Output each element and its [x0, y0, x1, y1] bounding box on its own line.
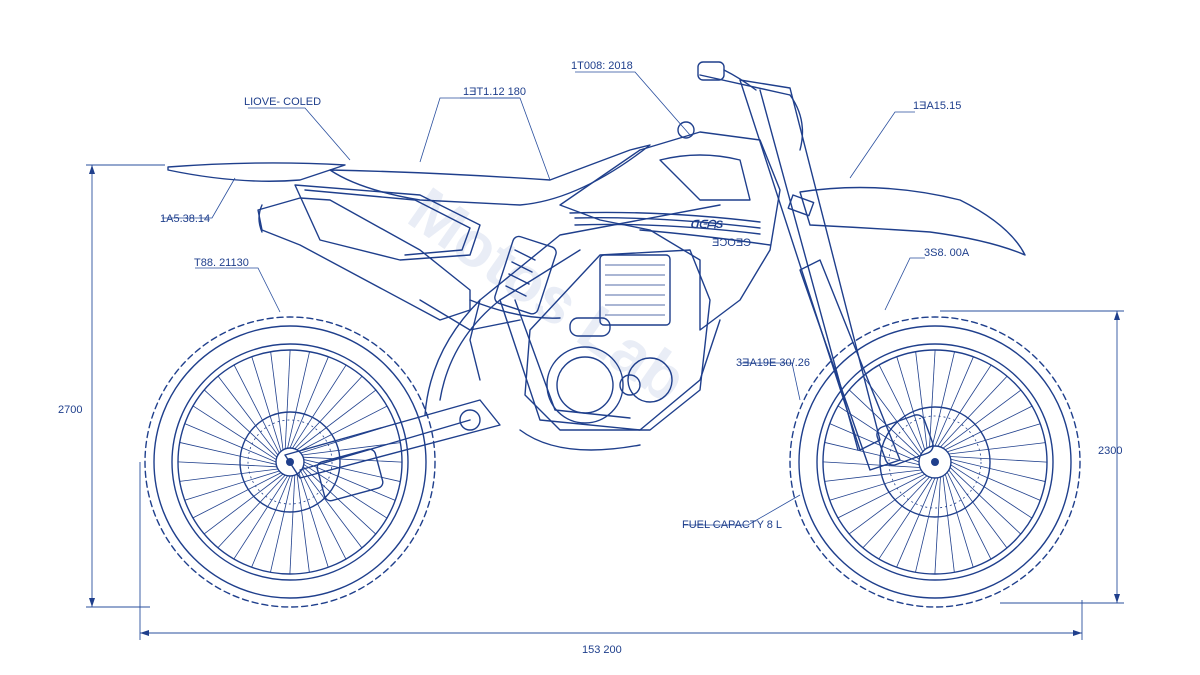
wheel-spoke — [948, 469, 1008, 549]
wheel-height-label: 2300 — [1098, 445, 1122, 457]
wheel-spoke — [298, 405, 388, 452]
wheel-spoke — [950, 461, 1041, 501]
wheel-spoke — [947, 423, 1041, 453]
callout-fuel-tank: 1T008: 2018 — [571, 60, 633, 72]
wheel-spoke — [296, 389, 377, 451]
engine — [519, 249, 711, 451]
rear-bodywork — [167, 162, 481, 261]
wheel-spoke — [896, 356, 926, 450]
front-fork — [739, 79, 934, 471]
swingarm — [284, 399, 501, 502]
wheel-spoke — [950, 456, 1048, 463]
wheel-spoke — [829, 471, 923, 501]
callout-leaders — [162, 71, 925, 526]
wheel-spoke — [302, 466, 377, 535]
wheel-spoke — [934, 356, 974, 447]
wheel-spoke — [192, 472, 282, 519]
front-wheel — [789, 316, 1081, 608]
wheel-spoke — [944, 474, 974, 568]
wheel-spoke — [217, 474, 286, 549]
wheel-spoke — [217, 375, 279, 456]
callout-front-fender: 1ƎA15.15 — [913, 100, 961, 112]
wheel-spoke — [934, 477, 941, 575]
wheel-spoke — [298, 472, 329, 568]
wheel-spoke — [184, 423, 277, 463]
wheel-spoke — [292, 364, 347, 449]
wheel-spoke — [303, 456, 403, 463]
exhaust — [257, 197, 561, 321]
overall-height-label: 2700 — [58, 404, 82, 416]
wheel-spoke — [251, 356, 282, 452]
wheel-spoke — [878, 364, 924, 452]
wheel-spoke — [203, 473, 284, 535]
callout-seat: 1ƎT1.12 180 — [463, 86, 526, 98]
front-fender — [799, 186, 1026, 256]
wheel-spoke — [303, 461, 396, 501]
wheel-spoke — [296, 474, 310, 573]
callout-fork: 3S8. 00A — [924, 247, 970, 259]
wheel-spoke — [270, 351, 284, 450]
wheel-spoke — [233, 475, 288, 560]
callout-engine: 3ƎA19E 30/.26 — [736, 357, 810, 369]
wheel-spoke — [824, 469, 922, 482]
wheel-spoke — [251, 475, 291, 568]
wheel-spoke — [824, 442, 920, 466]
wheel-spoke — [301, 468, 363, 549]
wheel-spoke — [862, 476, 930, 549]
wheel-spoke — [289, 356, 329, 449]
fuel-tank — [559, 121, 781, 331]
wheel-spoke — [822, 461, 920, 468]
wheel-spoke — [192, 405, 277, 460]
wheel-spoke — [848, 475, 928, 535]
wheel-spoke — [896, 477, 936, 568]
wheel-spoke — [931, 351, 955, 447]
tank-decal: ᗡᕮᗩS — [690, 219, 724, 231]
wheel-spoke — [929, 349, 936, 447]
wheel-spoke — [233, 364, 280, 454]
wheel-spoke — [946, 472, 992, 560]
wheel-spoke — [950, 458, 1046, 482]
wheel-spoke — [203, 389, 278, 458]
seat — [329, 144, 651, 206]
wheel-spoke — [294, 375, 363, 450]
wheel-spoke — [942, 389, 1022, 449]
wheel-spoke — [940, 375, 1008, 448]
wheel-spoke — [289, 475, 296, 575]
wheel-spoke — [950, 464, 1033, 519]
wheel-spoke — [862, 375, 922, 455]
handlebar — [697, 61, 804, 151]
callout-liquid-cooled: LIOVE- COLED — [244, 96, 321, 108]
callout-rear-fender: 1A5.38.14 — [160, 213, 210, 225]
wheel-spoke — [948, 442, 1046, 455]
rear-shock — [494, 235, 557, 315]
wheel-spoke — [284, 349, 291, 449]
wheel-spoke — [945, 405, 1033, 451]
wheel-spoke — [179, 442, 277, 465]
wheel-spoke — [942, 475, 955, 573]
wheel-spoke — [837, 473, 925, 519]
wheel-spoke — [878, 477, 933, 560]
dimension-lines — [86, 164, 1124, 640]
callout-fuel-capacity: FUEL CAPACTY 8 L — [682, 519, 782, 531]
wheel-spoke — [270, 475, 293, 573]
wheel-spoke — [184, 470, 280, 501]
wheel-spoke — [179, 468, 278, 482]
wheel-spoke — [287, 351, 310, 449]
tank-subdecal: ƎƆOƎƆ — [712, 237, 751, 249]
wheel-spoke — [915, 351, 928, 449]
callout-rear-shock: T88. 21130 — [194, 257, 249, 269]
rear-wheel — [144, 316, 436, 608]
wheel-spoke — [949, 467, 1022, 535]
overall-length-label: 153 200 — [582, 644, 622, 656]
wheel-spoke — [915, 477, 939, 573]
wheel-spoke — [177, 461, 277, 468]
wheel-spoke — [937, 364, 992, 447]
wheel-spoke — [300, 470, 347, 560]
